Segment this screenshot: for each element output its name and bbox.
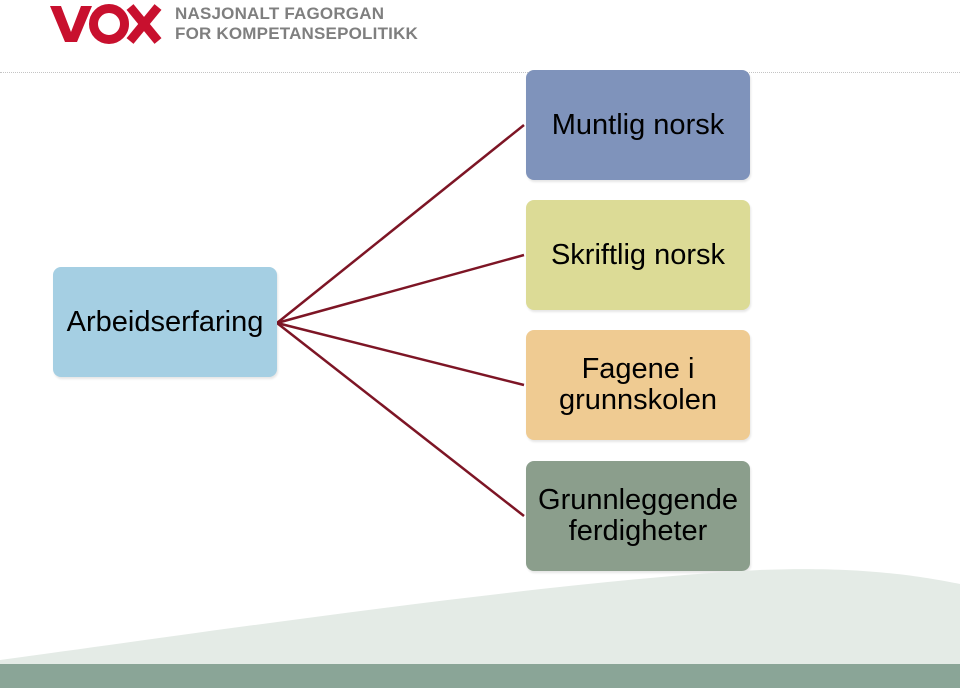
node-label: Skriftlig norsk [550,238,726,271]
vox-logo: NASJONALT FAGORGAN FOR KOMPETANSEPOLITIK… [50,2,420,46]
header-divider [0,72,960,73]
node-arbeidserfaring: Arbeidserfaring [53,267,277,377]
connector-skriftlig [276,253,525,325]
node-label: Fagene i grunnskolen [559,353,717,416]
vox-logo-mark [50,4,162,44]
node-label: Muntlig norsk [551,108,725,141]
node-grunnleggende-ferdigheter: Grunnleggende ferdigheter [526,461,750,571]
node-label: Grunnleggende ferdigheter [538,484,738,547]
connector-fagene [276,321,525,387]
org-name-line-1: NASJONALT FAGORGAN [175,4,385,23]
connector-grunnleggende [276,322,525,517]
connector-muntlig [276,124,525,324]
node-label: Arbeidserfaring [66,305,264,338]
node-muntlig-norsk: Muntlig norsk [526,70,750,180]
footer-wave [0,569,960,688]
node-skriftlig-norsk: Skriftlig norsk [526,200,750,310]
org-name-line-2: FOR KOMPETANSEPOLITIKK [175,24,419,43]
node-fagene-i-grunnskolen: Fagene i grunnskolen [526,330,750,440]
